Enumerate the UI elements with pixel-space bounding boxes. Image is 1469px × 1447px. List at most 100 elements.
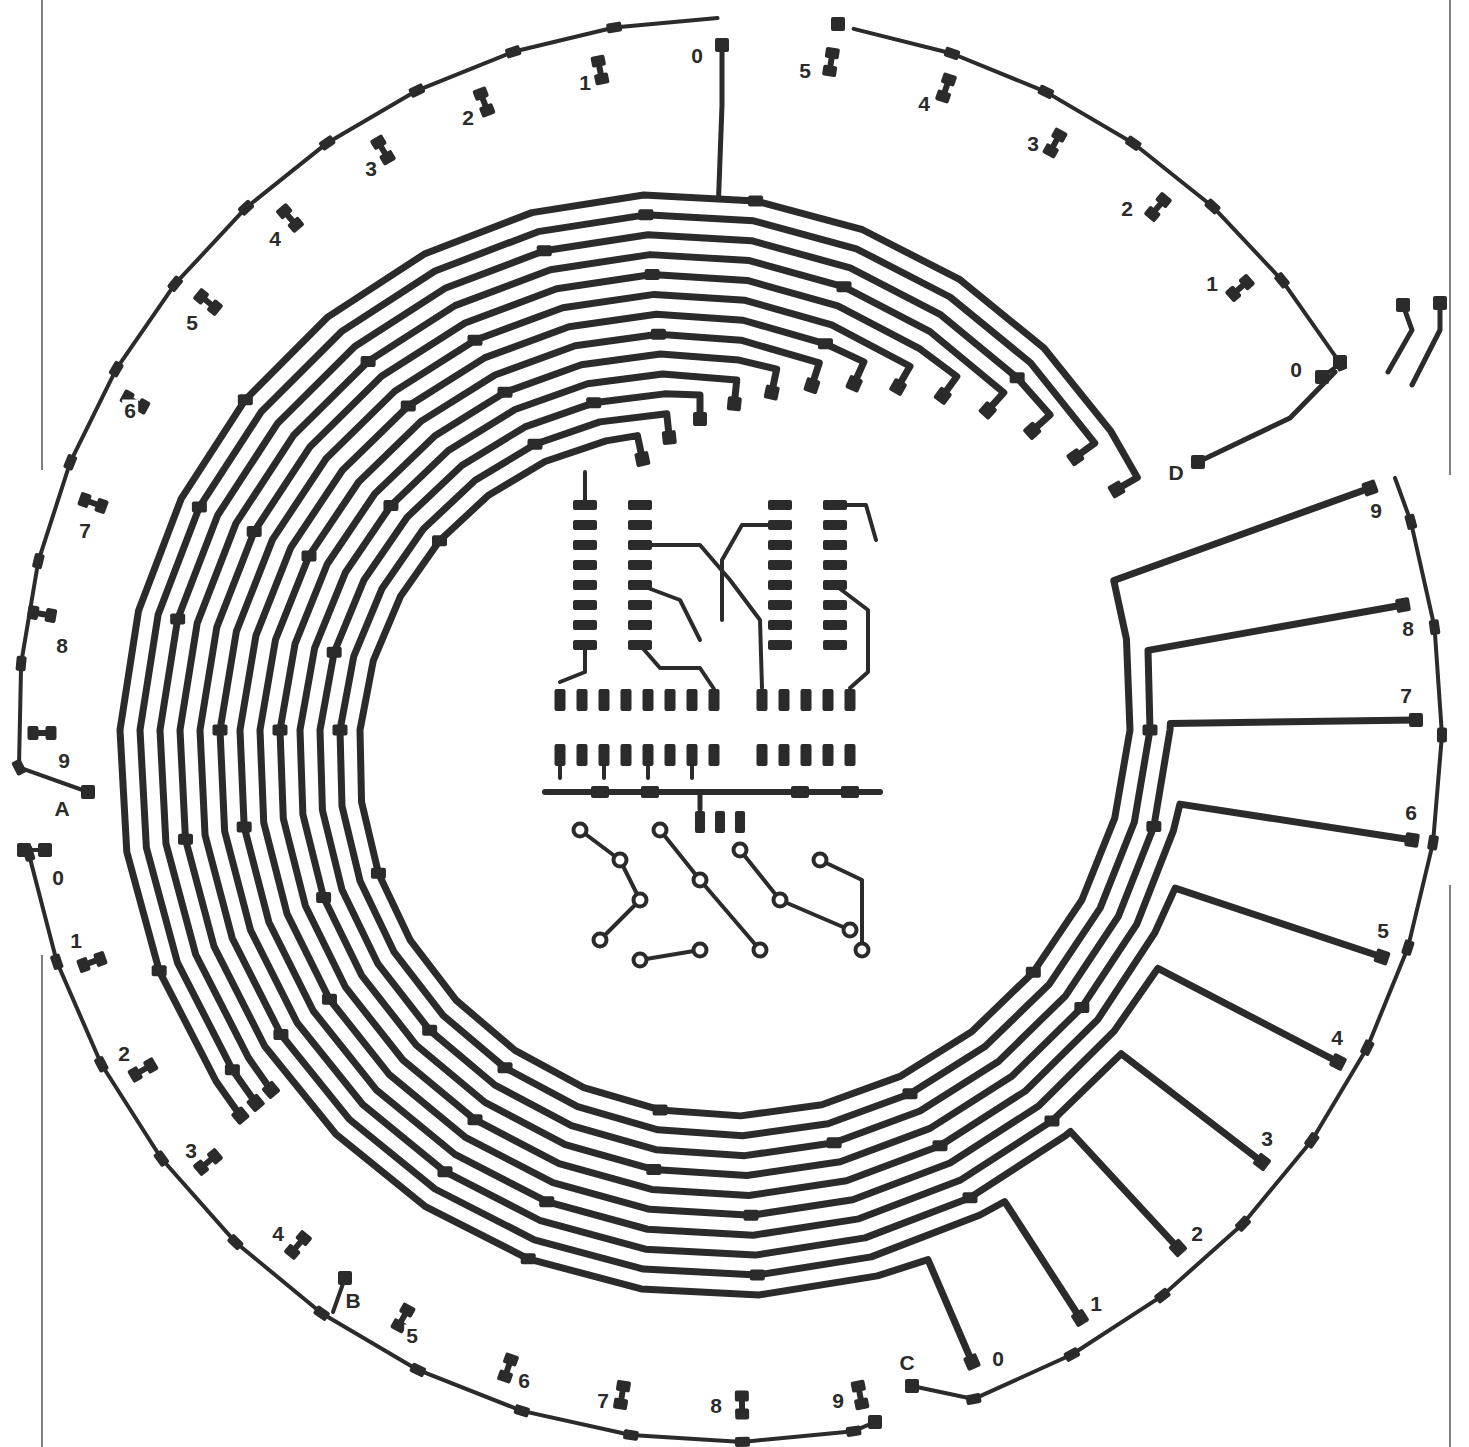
solder-pad xyxy=(555,744,566,766)
led-pad xyxy=(1051,127,1069,143)
led-pad xyxy=(940,72,957,87)
solder-pad xyxy=(1409,713,1423,727)
solder-pad xyxy=(823,689,834,711)
solder-pad xyxy=(573,540,597,550)
trace-pad xyxy=(653,1104,668,1115)
via-hole xyxy=(754,944,767,957)
solder-pad xyxy=(599,689,610,711)
trace-pad xyxy=(333,725,348,736)
pad-label: 5 xyxy=(1375,920,1391,941)
copper-trace xyxy=(24,848,45,852)
solder-pad xyxy=(665,689,676,711)
solder-pad xyxy=(695,811,705,833)
pad-label-box: 9 xyxy=(830,1390,846,1411)
pad-label-box: 7 xyxy=(77,520,93,541)
pad-label-box: 6 xyxy=(516,1370,532,1391)
pad-label-box: 6 xyxy=(122,400,138,421)
pad-label-box: 1 xyxy=(577,72,593,93)
trace-pad xyxy=(1010,372,1025,383)
led-pad xyxy=(275,202,293,219)
pad-label: 4 xyxy=(1329,1027,1345,1048)
solder-pad xyxy=(1022,421,1042,441)
solder-pad xyxy=(599,744,610,766)
pad-label-box: D xyxy=(1166,462,1185,483)
pad-label: 0 xyxy=(1288,359,1304,380)
ring-pad xyxy=(1153,1287,1171,1304)
solder-pad xyxy=(1168,1238,1188,1258)
via-hole xyxy=(634,954,647,967)
solder-pad xyxy=(823,620,847,630)
led-pad xyxy=(479,103,496,118)
trace-pad xyxy=(237,821,252,832)
trace-pad xyxy=(152,965,167,976)
pad-label-box: 4 xyxy=(916,93,932,114)
ring-pad xyxy=(313,1305,331,1322)
solder-pad xyxy=(81,785,95,799)
pad-label: 2 xyxy=(1119,198,1135,219)
ring-pad xyxy=(1427,834,1439,850)
solder-pad xyxy=(573,580,597,590)
ring-pad xyxy=(606,21,622,33)
solder-pad xyxy=(628,500,652,510)
solder-pad xyxy=(665,744,676,766)
solder-pad xyxy=(801,689,812,711)
led-pad xyxy=(27,726,38,740)
pad-label-box: C xyxy=(897,1352,916,1373)
solder-pad xyxy=(768,640,792,650)
solder-pad xyxy=(768,600,792,610)
ring-pad xyxy=(408,83,426,99)
solder-pad xyxy=(1395,597,1411,613)
solder-pad xyxy=(768,500,792,510)
trace-pad xyxy=(1044,1115,1059,1126)
solder-pad xyxy=(823,520,847,530)
pad-label-box: 3 xyxy=(183,1140,199,1161)
edge-line xyxy=(41,955,43,1447)
via-hole xyxy=(694,874,707,887)
led-pad xyxy=(825,47,840,60)
board-edge xyxy=(42,0,1450,1447)
solder-pad xyxy=(621,744,632,766)
solder-pad xyxy=(1107,480,1126,499)
ring-pad xyxy=(93,1055,109,1073)
copper-layer xyxy=(11,17,1447,1447)
solder-pad xyxy=(693,412,707,426)
pad-label: 7 xyxy=(77,520,93,541)
pad-label: 0 xyxy=(689,45,705,66)
copper-trace xyxy=(580,830,640,940)
solder-pad xyxy=(845,689,856,711)
led-pad xyxy=(192,287,209,305)
ring-pad xyxy=(15,656,26,672)
spiral-trace xyxy=(300,374,1412,1176)
led-pad xyxy=(1143,205,1161,222)
trace-pad xyxy=(316,892,331,903)
pad-label-box: 4 xyxy=(270,1223,286,1244)
trace-pad xyxy=(178,834,193,845)
trace-pad xyxy=(1074,1002,1089,1013)
solder-pad xyxy=(643,689,654,711)
ring-pad xyxy=(153,1149,170,1167)
copper-trace xyxy=(640,545,762,688)
pad-label: 1 xyxy=(1088,1293,1104,1314)
trace-pad xyxy=(645,269,660,280)
solder-pad xyxy=(662,430,677,445)
pad-label: 5 xyxy=(404,1325,420,1346)
trace-pad xyxy=(750,1269,765,1280)
solder-pad xyxy=(768,580,792,590)
trace-pad xyxy=(498,387,513,398)
trace-pad xyxy=(744,1210,759,1221)
ring-pad xyxy=(1204,198,1222,216)
copper-trace xyxy=(1198,372,1335,462)
edge-line xyxy=(41,0,43,470)
pad-label: 2 xyxy=(460,107,476,128)
spiral-trace xyxy=(320,394,1416,1156)
pad-label: 4 xyxy=(916,93,932,114)
ring-pad xyxy=(965,1393,982,1406)
led-pad xyxy=(379,149,397,166)
via-hole xyxy=(574,824,587,837)
via-hole xyxy=(774,894,787,907)
solder-pad xyxy=(628,520,652,530)
copper-trace xyxy=(640,585,700,640)
pad-label-box: 3 xyxy=(1259,1128,1275,1149)
pad-label-box: 8 xyxy=(708,1395,724,1416)
ring-pad xyxy=(845,1425,861,1437)
